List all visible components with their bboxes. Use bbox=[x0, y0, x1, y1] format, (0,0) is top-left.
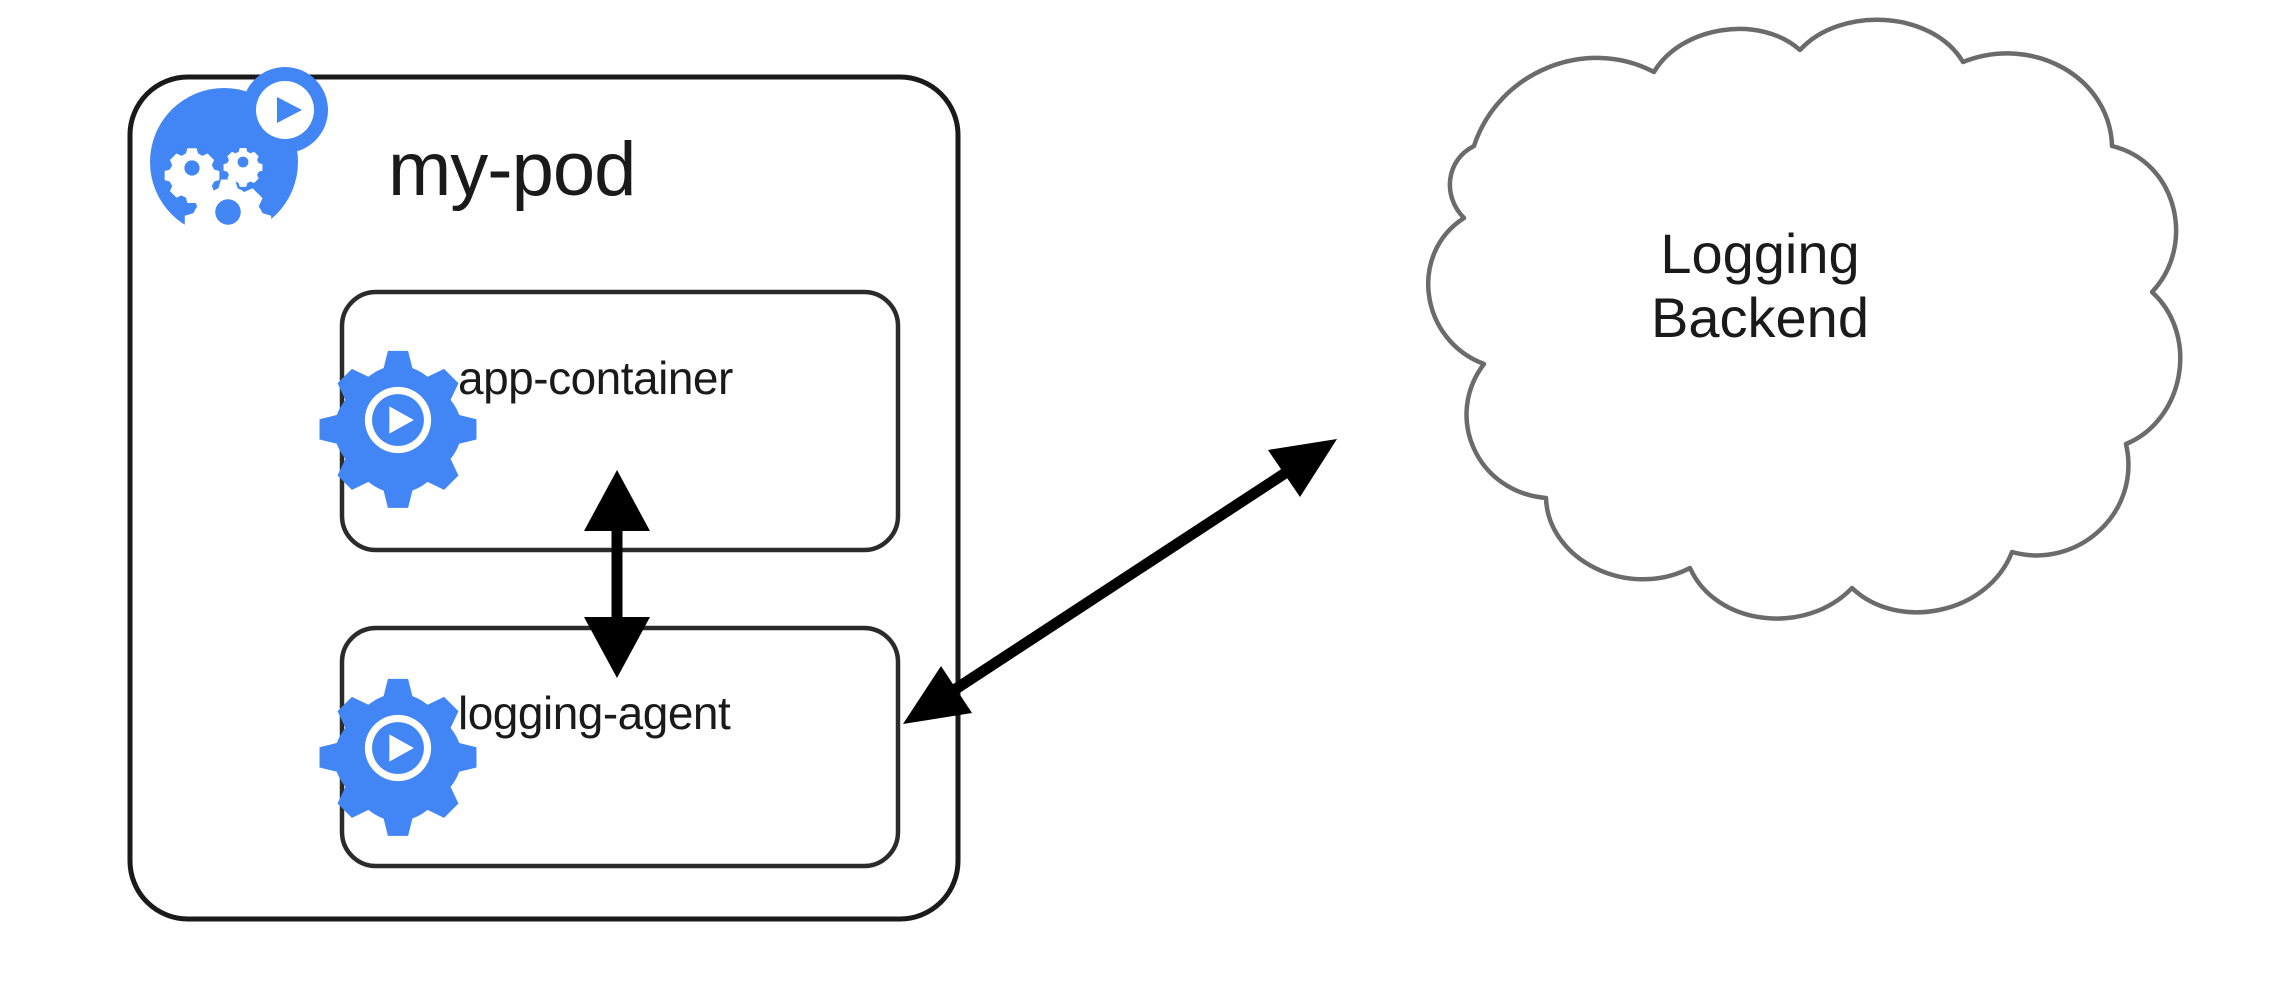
logging-backend-label: Logging Backend bbox=[1600, 222, 1920, 350]
logging-backend-label-line1: Logging bbox=[1660, 222, 1860, 285]
logging-backend-cloud[interactable] bbox=[1426, 17, 2183, 621]
kubernetes-pod-icon bbox=[150, 67, 328, 266]
pod-title: my-pod bbox=[388, 127, 636, 212]
logging-agent-gear-play-icon bbox=[319, 678, 477, 836]
app-container-gear-play-icon bbox=[319, 350, 477, 508]
logging-backend-label-line2: Backend bbox=[1651, 285, 1869, 349]
arrow-logging-agent-backend[interactable] bbox=[903, 439, 1337, 724]
arrow-app-container-logging-agent[interactable] bbox=[584, 470, 650, 678]
logging-agent-label: logging-agent bbox=[458, 687, 731, 739]
app-container-label: app-container bbox=[458, 352, 733, 404]
